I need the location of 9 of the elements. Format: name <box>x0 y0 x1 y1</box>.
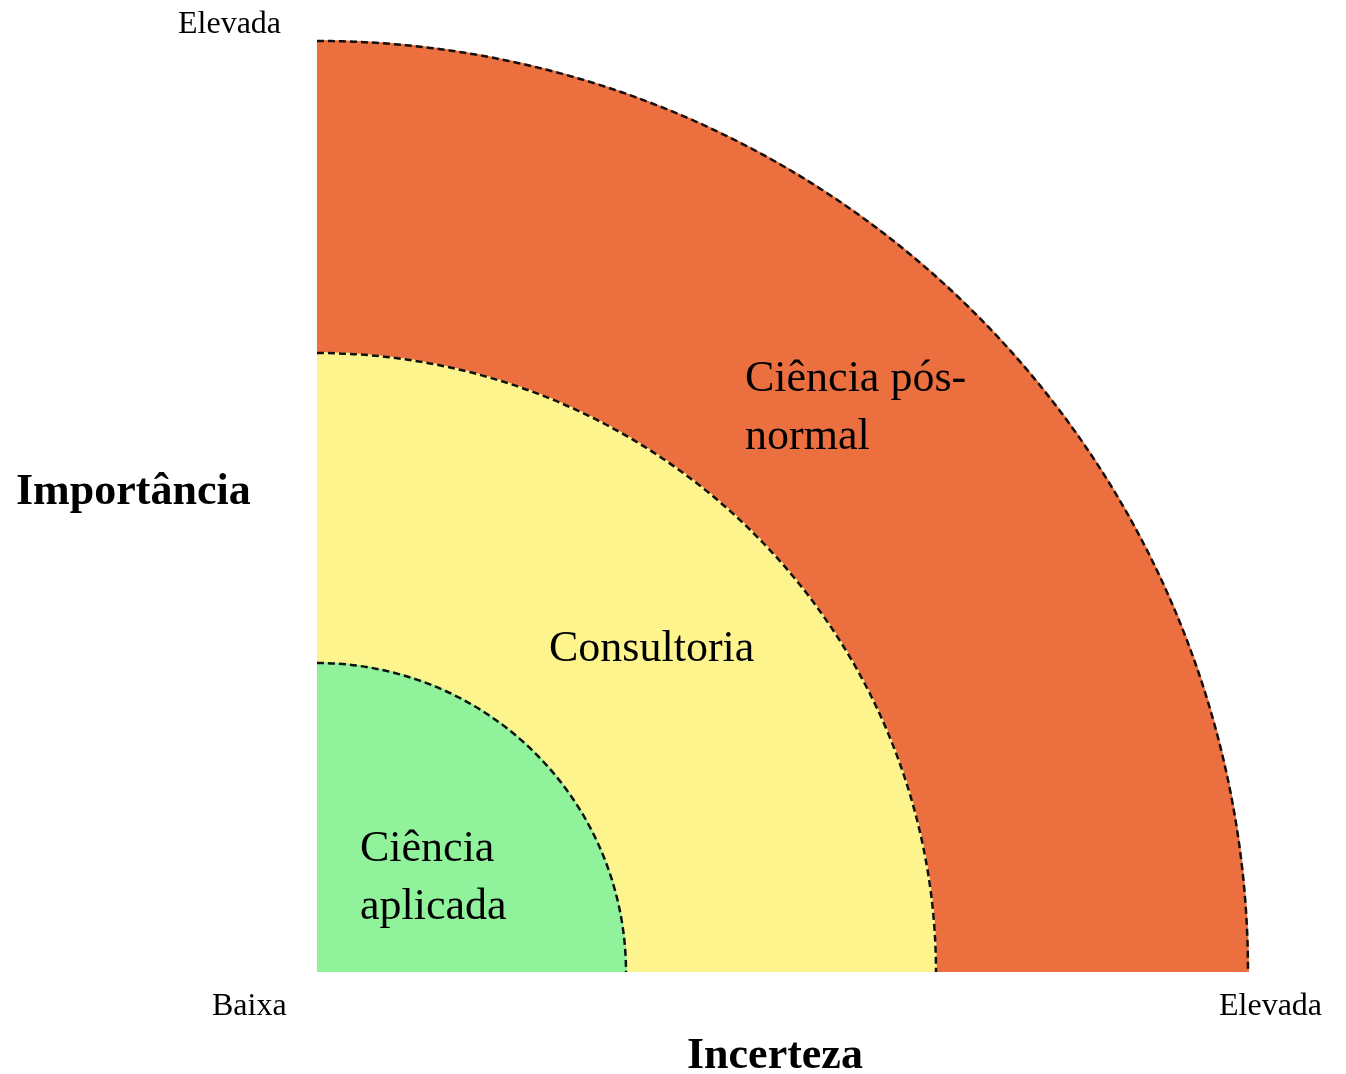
region-label: Consultoria <box>549 621 756 673</box>
axis-end-label: Elevada <box>178 3 282 42</box>
axis-title: Incerteza <box>687 1028 863 1074</box>
region-label: Ciência aplicada <box>360 821 508 931</box>
axis-end-label: Elevada <box>1219 985 1323 1024</box>
axis-title: Importância <box>16 464 251 516</box>
region-label: Ciência pós-normal <box>745 351 968 461</box>
axis-end-label: Baixa <box>212 985 287 1024</box>
inner-quarter-disc <box>317 662 627 972</box>
